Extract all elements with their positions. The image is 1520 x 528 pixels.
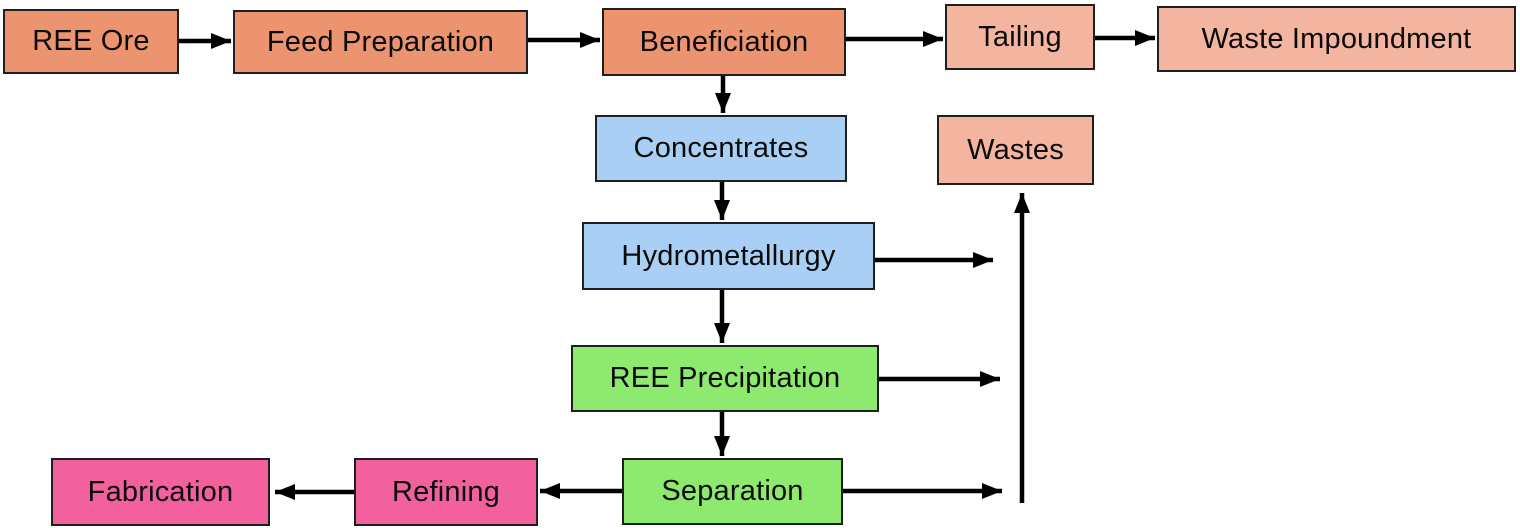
node-refining-label: Refining <box>392 475 500 508</box>
node-ree-precipitation: REE Precipitation <box>571 345 879 412</box>
node-ree-precipitation-label: REE Precipitation <box>609 362 841 394</box>
node-waste-impoundment: Waste Impoundment <box>1157 6 1516 72</box>
node-fabrication: Fabrication <box>51 458 270 526</box>
node-wastes-label: Wastes <box>967 133 1064 166</box>
node-refining: Refining <box>354 458 538 526</box>
node-tailing: Tailing <box>945 4 1095 70</box>
node-concentrates-label: Concentrates <box>633 132 809 164</box>
node-waste-impoundment-label: Waste Impoundment <box>1201 22 1472 55</box>
node-fabrication-label: Fabrication <box>87 475 234 508</box>
node-tailing-label: Tailing <box>978 20 1062 53</box>
node-separation: Separation <box>622 458 843 525</box>
node-feed-preparation: Feed Preparation <box>233 10 528 74</box>
node-concentrates: Concentrates <box>595 115 847 182</box>
node-hydrometallurgy-label: Hydrometallurgy <box>621 239 836 272</box>
node-ree-ore-label: REE Ore <box>32 25 150 57</box>
node-beneficiation: Beneficiation <box>602 8 846 76</box>
node-wastes: Wastes <box>937 115 1094 185</box>
node-feed-preparation-label: Feed Preparation <box>266 25 495 58</box>
node-ree-ore: REE Ore <box>3 9 179 74</box>
node-hydrometallurgy: Hydrometallurgy <box>582 222 875 290</box>
node-separation-label: Separation <box>661 475 804 507</box>
node-beneficiation-label: Beneficiation <box>639 25 809 58</box>
